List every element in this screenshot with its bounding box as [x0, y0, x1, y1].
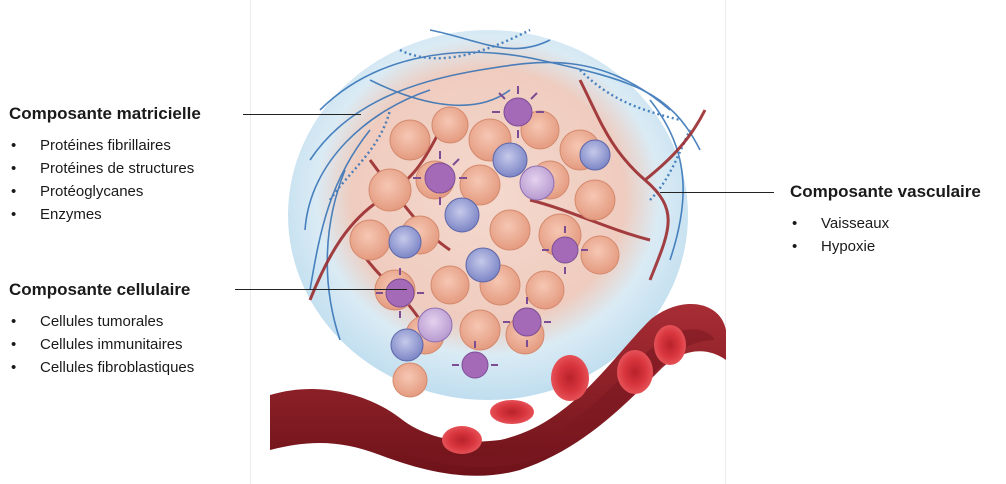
matrix-item: Protéines de structures	[9, 157, 201, 180]
vascular-leader-line	[660, 192, 774, 193]
matrix-component-label: Composante matricielle Protéines fibrill…	[9, 104, 201, 226]
matrix-item: Enzymes	[9, 203, 201, 226]
tumor-microenvironment-illustration	[250, 0, 726, 484]
cellular-item: Cellules immunitaires	[9, 333, 194, 356]
vascular-component-list: Vaisseaux Hypoxie	[790, 212, 981, 258]
matrix-component-list: Protéines fibrillaires Protéines de stru…	[9, 134, 201, 226]
cellular-component-list: Cellules tumorales Cellules immunitaires…	[9, 310, 194, 379]
vascular-item: Hypoxie	[790, 235, 981, 258]
matrix-item: Protéines fibrillaires	[9, 134, 201, 157]
vascular-component-title: Composante vasculaire	[790, 182, 981, 202]
cellular-leader-line	[235, 289, 407, 290]
cellular-component-title: Composante cellulaire	[9, 280, 194, 300]
cellular-component-label: Composante cellulaire Cellules tumorales…	[9, 280, 194, 379]
cellular-item: Cellules tumorales	[9, 310, 194, 333]
matrix-item: Protéoglycanes	[9, 180, 201, 203]
matrix-component-title: Composante matricielle	[9, 104, 201, 124]
cellular-item: Cellules fibroblastiques	[9, 356, 194, 379]
matrix-leader-line	[243, 114, 361, 115]
vascular-component-label: Composante vasculaire Vaisseaux Hypoxie	[790, 182, 981, 258]
vascular-item: Vaisseaux	[790, 212, 981, 235]
